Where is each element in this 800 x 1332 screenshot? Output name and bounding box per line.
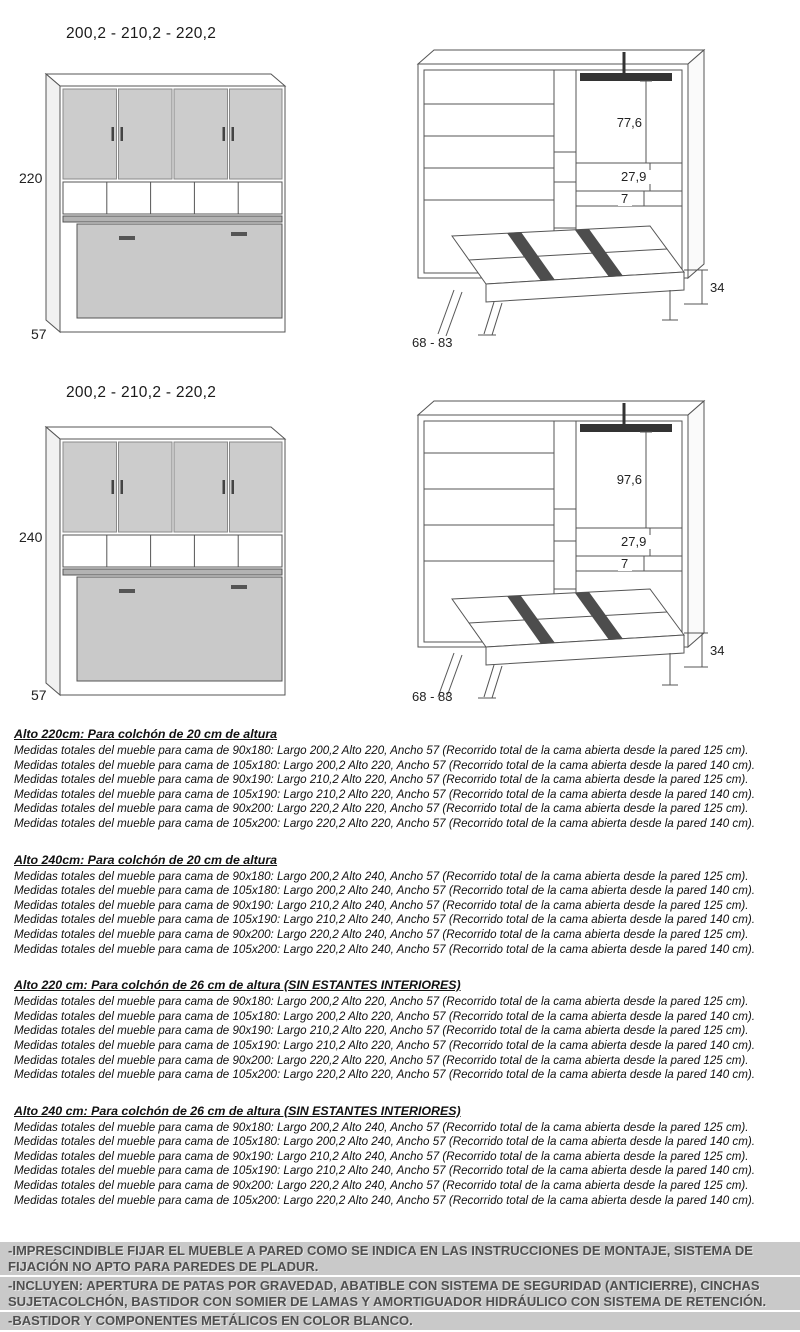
spec-line: Medidas totales del mueble para cama de … (14, 884, 755, 898)
cabinet-doors (62, 88, 283, 180)
footer-line: -INCLUYEN: APERTURA DE PATAS POR GRAVEDA… (0, 1277, 800, 1310)
spec-line: Medidas totales del mueble para cama de … (14, 1038, 755, 1052)
door-handle-icon (111, 127, 114, 141)
sliding-rail (580, 403, 672, 432)
spec-line: Medidas totales del mueble para cama de … (14, 942, 755, 956)
dim-small-shelf-label: 7 (621, 556, 628, 571)
door-handle-icon (111, 480, 114, 494)
folded-bed-panel (76, 576, 283, 682)
door-handle-icon (231, 127, 234, 141)
mattress-strap (507, 596, 555, 644)
closed-cabinet-drawing-220 (44, 72, 287, 334)
sliding-rail (580, 52, 672, 81)
door-handle-icon (231, 480, 234, 494)
spec-line: Medidas totales del mueble para cama de … (14, 1193, 755, 1207)
open-cabinet-drawing-220: 77,6 27,9 7 34 68 - 83 (412, 48, 724, 350)
height-dimension-label: 220 (19, 170, 43, 186)
dim-top-shelf-label: 77,6 (617, 115, 642, 130)
spec-section-240-20: Alto 240cm: Para colchón de 20 cm de alt… (14, 853, 794, 958)
spec-line: Medidas totales del mueble para cama de … (14, 898, 749, 912)
spec-line: Medidas totales del mueble para cama de … (14, 1179, 749, 1193)
spec-line: Medidas totales del mueble para cama de … (14, 1024, 749, 1038)
spec-heading: Alto 220cm: Para colchón de 20 cm de alt… (14, 727, 278, 741)
spec-line: Medidas totales del mueble para cama de … (14, 1068, 755, 1082)
spec-heading: Alto 240 cm: Para colchón de 26 cm de al… (14, 1103, 461, 1118)
spec-line: Medidas totales del mueble para cama de … (14, 995, 749, 1009)
open-bed (437, 225, 685, 337)
door-handle-icon (222, 127, 225, 141)
open-cubbies (62, 534, 283, 576)
bed-leg (483, 664, 495, 698)
depth-dimension-label: 57 (31, 687, 47, 703)
door-handle-icon (120, 127, 123, 141)
bed-handle-icon (119, 236, 135, 240)
cabinet-doors (62, 441, 283, 533)
dimensions-title-top: 200,2 - 210,2 - 220,2 (66, 25, 217, 42)
open-cabinet-drawing-240: 97,6 27,9 7 34 68 - 83 (412, 399, 724, 704)
spec-line: Medidas totales del mueble para cama de … (14, 1149, 749, 1163)
open-bed (437, 588, 685, 700)
open-cabinet-view-240: 97,6 27,9 7 34 68 - 83 (388, 393, 788, 743)
spec-heading: Alto 220 cm: Para colchón de 26 cm de al… (14, 978, 461, 993)
spec-line: Medidas totales del mueble para cama de … (14, 1120, 749, 1134)
bed-leg (483, 301, 495, 335)
spec-heading: Alto 240cm: Para colchón de 20 cm de alt… (14, 852, 278, 867)
closed-cabinet-drawing-240 (44, 425, 287, 697)
dim-small-shelf-label: 7 (621, 191, 628, 206)
height-dimension-label: 240 (19, 529, 43, 545)
spec-section-240-26: Alto 240 cm: Para colchón de 26 cm de al… (14, 1104, 794, 1209)
spec-section-220-26: Alto 220 cm: Para colchón de 26 cm de al… (14, 978, 794, 1083)
open-cabinet-view-220: 77,6 27,9 7 34 68 - 83 (388, 40, 788, 375)
bed-height-label: 34 (710, 280, 724, 295)
closed-cabinet-view-240: 240 57 (15, 393, 315, 738)
bed-height-bracket (684, 269, 708, 305)
spec-line: Medidas totales del mueble para cama de … (14, 1164, 755, 1178)
floor-clearance-label: 68 - 83 (412, 335, 452, 350)
closed-cabinet-view-220: 220 57 (15, 40, 315, 375)
door-handle-icon (222, 480, 225, 494)
spec-line: Medidas totales del mueble para cama de … (14, 869, 749, 883)
spec-line: Medidas totales del mueble para cama de … (14, 816, 755, 830)
bed-height-bracket (684, 632, 708, 668)
floor-clearance-label: 68 - 83 (412, 689, 452, 704)
depth-dimension-label: 57 (31, 326, 47, 342)
bed-height-label: 34 (710, 643, 724, 658)
spec-line: Medidas totales del mueble para cama de … (14, 802, 749, 816)
bed-handle-icon (231, 232, 247, 236)
dim-top-shelf-label: 97,6 (617, 472, 642, 487)
spec-line: Medidas totales del mueble para cama de … (14, 913, 755, 927)
dim-mid-shelf-label: 27,9 (621, 169, 646, 184)
door-handle-icon (120, 480, 123, 494)
mattress-strap (507, 232, 555, 281)
dimensions-title-bottom: 200,2 - 210,2 - 220,2 (66, 384, 217, 401)
spec-line: Medidas totales del mueble para cama de … (14, 1135, 755, 1149)
footer-notes: -IMPRESCINDIBLE FIJAR EL MUEBLE A PARED … (0, 1238, 800, 1332)
bed-handle-icon (231, 585, 247, 589)
mattress-strap (575, 592, 623, 640)
open-cubbies (62, 181, 283, 223)
spec-line: Medidas totales del mueble para cama de … (14, 744, 749, 757)
mattress-strap (575, 229, 623, 277)
footer-line: -BASTIDOR Y COMPONENTES METÁLICOS EN COL… (0, 1312, 800, 1330)
spec-line: Medidas totales del mueble para cama de … (14, 927, 749, 941)
bed-handle-icon (119, 589, 135, 593)
spec-line: Medidas totales del mueble para cama de … (14, 1009, 755, 1023)
footer-line: -IMPRESCINDIBLE FIJAR EL MUEBLE A PARED … (0, 1242, 800, 1275)
folded-bed-panel (76, 223, 283, 319)
spec-section-220-20: Alto 220cm: Para colchón de 20 cm de alt… (14, 727, 794, 832)
spec-line: Medidas totales del mueble para cama de … (14, 1053, 749, 1067)
spec-sections: Alto 220cm: Para colchón de 20 cm de alt… (14, 727, 794, 1229)
spec-line: Medidas totales del mueble para cama de … (14, 787, 755, 801)
spec-line: Medidas totales del mueble para cama de … (14, 773, 749, 787)
dim-mid-shelf-label: 27,9 (621, 534, 646, 549)
spec-line: Medidas totales del mueble para cama de … (14, 758, 755, 772)
